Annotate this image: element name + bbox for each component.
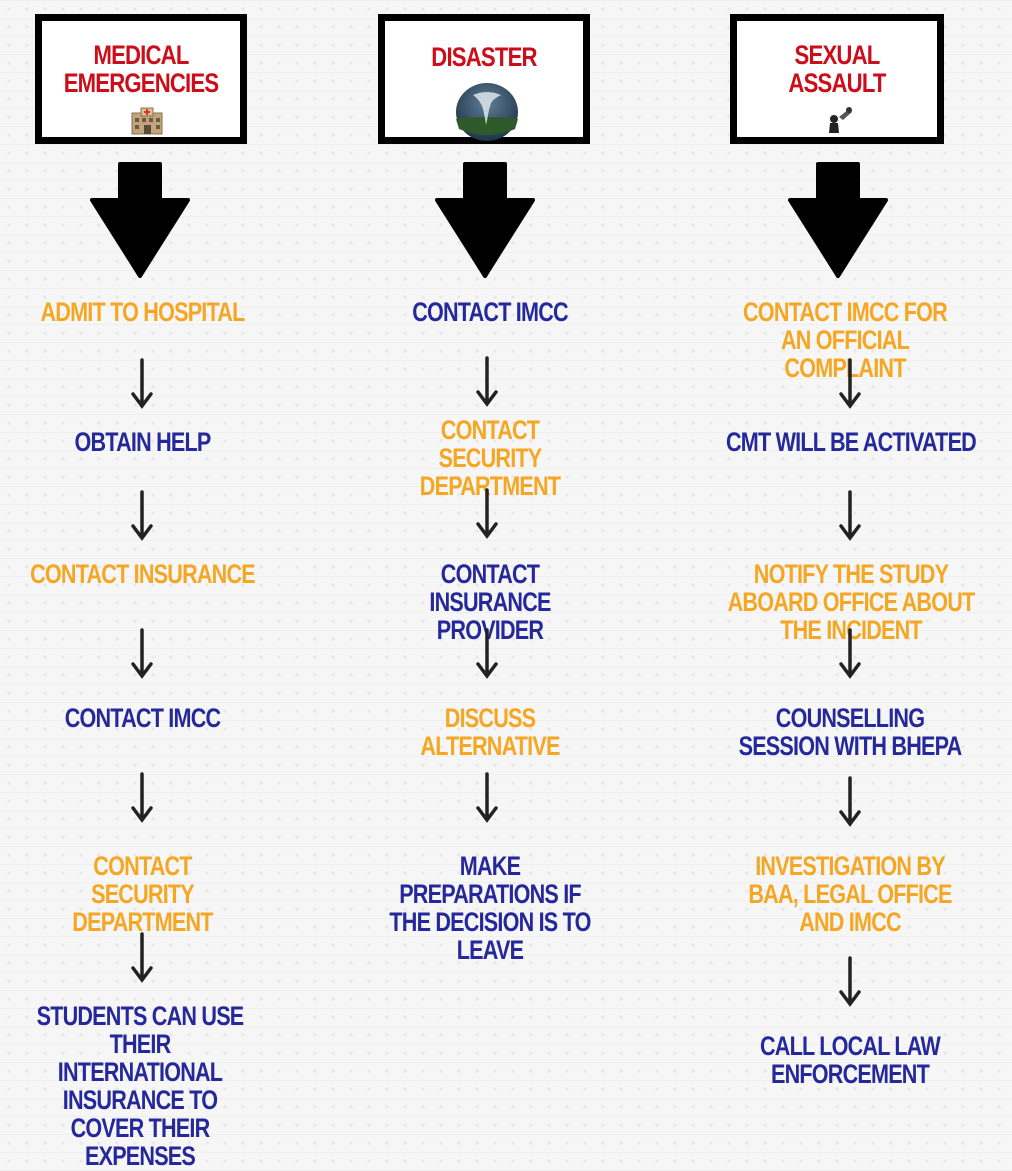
step-2: CMT WILL BE ACTIVATED — [722, 428, 980, 456]
arrow-down-icon — [131, 490, 153, 541]
category-title-line-1: DISASTER — [431, 42, 537, 72]
category-box-disaster: DISASTER — [378, 14, 590, 144]
arrow-down-icon — [131, 358, 153, 409]
step-text: COUNSELLING SESSION WITH BHEPA — [738, 703, 963, 761]
step-text: CONTACT INSURANCE PROVIDER — [429, 559, 551, 645]
arrow-down-icon — [131, 772, 153, 823]
step-text: INVESTIGATION BY BAA, LEGAL OFFICE AND I… — [748, 851, 952, 937]
step-text: CONTACT SECURITY DEPARTMENT — [72, 851, 213, 937]
assault-icon — [829, 107, 852, 133]
column-sexual-assault: SEXUAL ASSAULT CONTACT IMCC FOR AN OFFIC… — [690, 0, 1012, 1117]
step-text: NOTIFY THE STUDY ABOARD OFFICE ABOUT THE… — [727, 559, 976, 645]
big-arrow-down-icon — [788, 162, 888, 278]
arrow-down-icon — [131, 628, 153, 679]
step-6: CALL LOCAL LAW ENFORCEMENT — [754, 1032, 946, 1088]
step-text: STUDENTS CAN USE THEIR INTERNATIONAL INS… — [36, 1001, 245, 1171]
step-5: MAKE PREPARATIONS IF THE DECISION IS TO … — [382, 852, 598, 964]
step-3: CONTACT INSURANCE PROVIDER — [382, 560, 598, 644]
step-text: CMT WILL BE ACTIVATED — [726, 427, 977, 457]
step-4: DISCUSS ALTERNATIVE — [374, 704, 606, 760]
step-1: ADMIT TO HOSPITAL — [29, 298, 257, 326]
step-4: COUNSELLING SESSION WITH BHEPA — [738, 703, 963, 761]
arrow-down-icon — [131, 932, 153, 983]
column-disaster: DISASTER CONTACT IMCC CONTACT SECURITY D… — [345, 0, 635, 1117]
category-title-medical: MEDICAL EMERGENCIES — [42, 41, 240, 97]
step-4: CONTACT IMCC — [29, 704, 257, 732]
arrow-down-icon — [476, 772, 498, 823]
category-title-line-1: SEXUAL — [794, 40, 881, 70]
arrow-down-icon — [476, 488, 498, 539]
arrow-down-icon — [839, 628, 861, 679]
step-1: CONTACT IMCC FOR AN OFFICIAL COMPLAINT — [737, 298, 953, 382]
step-text: CONTACT INSURANCE — [30, 559, 256, 589]
step-3: NOTIFY THE STUDY ABOARD OFFICE ABOUT THE… — [722, 560, 980, 644]
category-box-sexual-assault: SEXUAL ASSAULT — [730, 14, 944, 144]
step-2: CONTACT SECURITY DEPARTMENT — [390, 416, 590, 500]
step-text: DISCUSS ALTERNATIVE — [420, 703, 560, 761]
step-3: CONTACT INSURANCE — [29, 560, 257, 588]
arrow-down-icon — [839, 956, 861, 1007]
step-2: OBTAIN HELP — [29, 428, 257, 456]
big-arrow-down-icon — [90, 162, 190, 278]
step-6: STUDENTS CAN USE THEIR INTERNATIONAL INS… — [28, 1002, 252, 1170]
arrow-down-icon — [839, 358, 861, 409]
category-box-medical: MEDICAL EMERGENCIES — [35, 14, 247, 144]
step-text: OBTAIN HELP — [74, 427, 212, 457]
step-text: CONTACT IMCC — [412, 297, 568, 327]
step-text: CONTACT IMCC — [64, 703, 221, 733]
category-title-line-2: ASSAULT — [788, 68, 886, 98]
category-title-line-1: MEDICAL — [93, 40, 189, 70]
category-title-line-2: EMERGENCIES — [63, 68, 219, 98]
step-text: ADMIT TO HOSPITAL — [40, 297, 246, 327]
step-5: INVESTIGATION BY BAA, LEGAL OFFICE AND I… — [730, 852, 970, 936]
category-title-disaster: DISASTER — [385, 43, 583, 71]
step-text: CONTACT IMCC FOR AN OFFICIAL COMPLAINT — [743, 297, 948, 383]
step-text: CONTACT SECURITY DEPARTMENT — [419, 415, 561, 501]
step-text: CALL LOCAL LAW ENFORCEMENT — [760, 1031, 941, 1089]
big-arrow-down-icon — [435, 162, 535, 278]
arrow-down-icon — [476, 628, 498, 679]
step-text: MAKE PREPARATIONS IF THE DECISION IS TO … — [389, 851, 591, 965]
hospital-icon — [131, 107, 163, 135]
tornado-icon — [456, 83, 518, 141]
arrow-down-icon — [839, 776, 861, 827]
arrow-down-icon — [839, 490, 861, 541]
step-5: CONTACT SECURITY DEPARTMENT — [45, 852, 241, 936]
step-1: CONTACT IMCC — [374, 298, 606, 326]
category-title-sexual-assault: SEXUAL ASSAULT — [737, 41, 937, 97]
arrow-down-icon — [476, 356, 498, 407]
column-medical-emergencies: MEDICAL EMERGENCIES ADMIT TO HOSPITAL OB… — [0, 0, 285, 1170]
